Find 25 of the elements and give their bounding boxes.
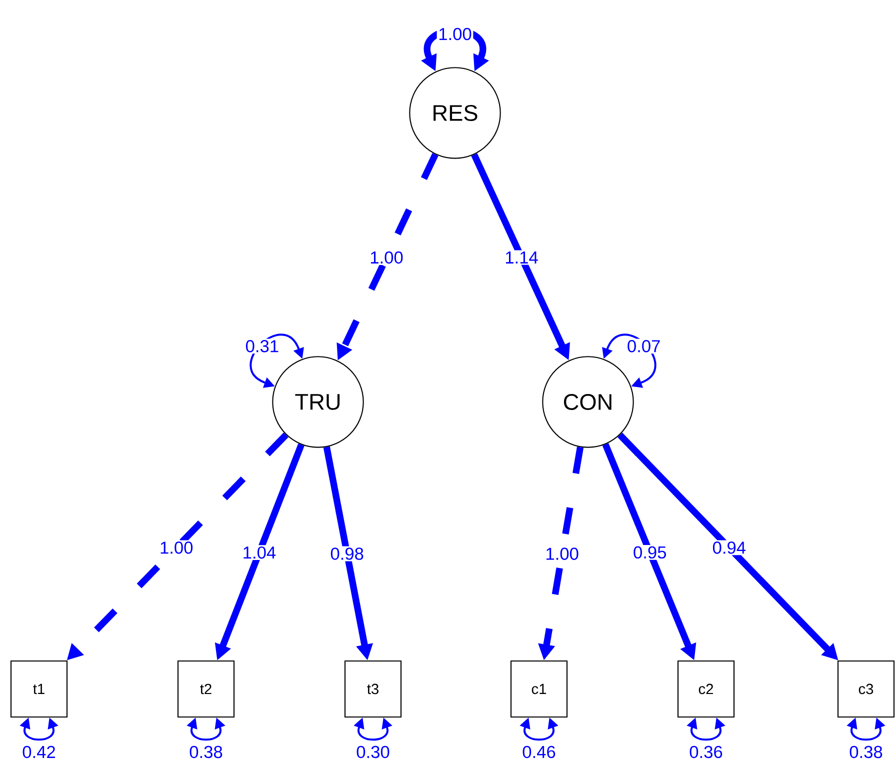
edge-label: 1.14 [503,250,540,265]
edge-label: 1.00 [436,26,474,42]
edge-label: 0.42 [20,744,58,760]
edge-label: 1.00 [158,540,195,556]
edge-label: 0.46 [520,744,558,760]
edge-label: 0.31 [244,338,280,354]
observed-variable-box: t3 [344,660,402,718]
edge-label: 0.36 [688,744,724,760]
observed-variable-box: c3 [837,660,895,718]
edge-label: 0.38 [188,744,224,760]
edge-label: 1.00 [368,250,405,265]
observed-variable-box: t1 [10,660,68,718]
observed-variable-box: c1 [510,660,568,718]
observed-variable-box: c2 [677,660,735,718]
edge-label: 0.98 [328,546,366,562]
edge-label: 0.95 [632,544,668,560]
edge-label: 0.07 [626,338,662,354]
variance-loop-arrow [602,334,656,388]
edge-label: 1.04 [241,545,278,560]
observed-variable-box: t2 [177,660,235,718]
edge-label: 1.00 [544,546,580,562]
variance-loop-arrow [250,334,304,388]
edge-label: 0.38 [848,744,884,760]
edge-label: 0.30 [354,744,392,760]
edge-label: 0.94 [710,540,748,556]
